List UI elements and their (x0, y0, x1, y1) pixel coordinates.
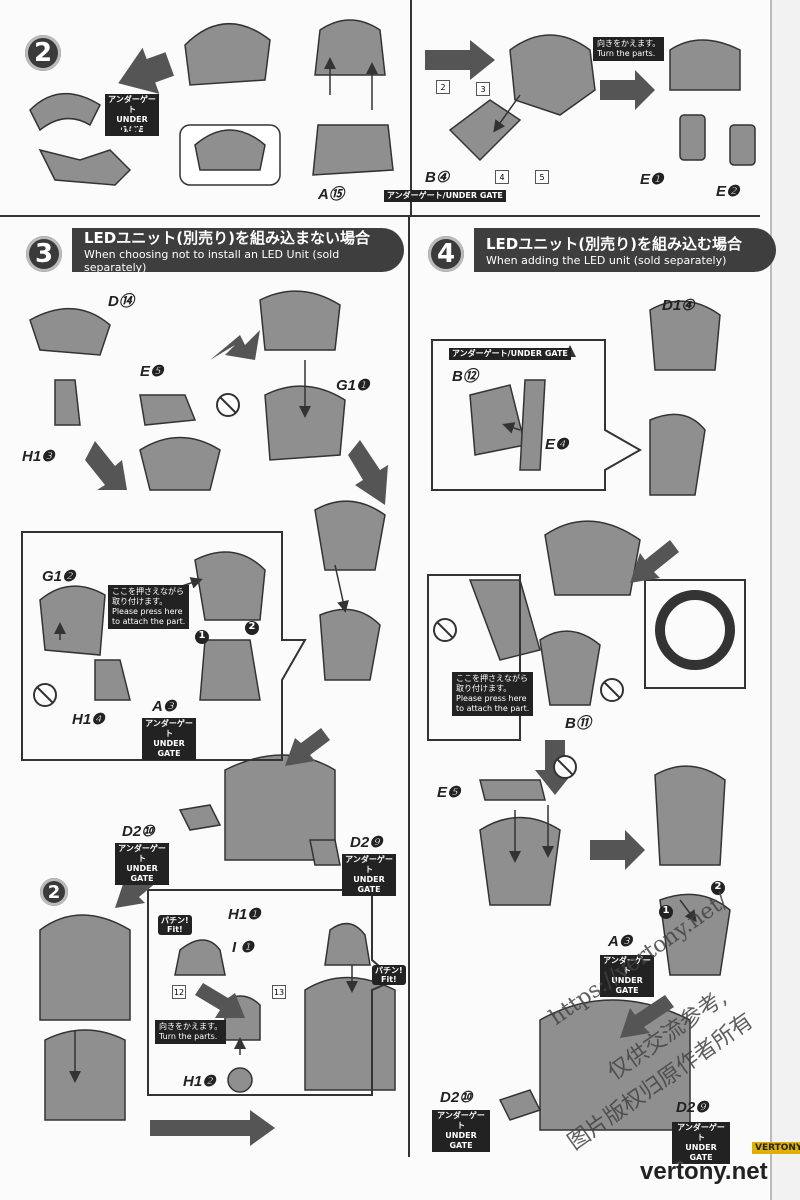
under-gate-label-d29-step4: アンダーゲート UNDER GATE (672, 1122, 730, 1164)
step-3-title-jp: LEDユニット(別売り)を組み込まない場合 (84, 228, 370, 247)
under-gate-en: UNDER GATE (116, 115, 148, 134)
arrow-number-1b: 1 (662, 905, 670, 916)
step-3-header: LEDユニット(別売り)を組み込まない場合 When choosing not … (72, 228, 404, 274)
fit-note-right: パチン! Fit! (372, 965, 406, 985)
turn-en: Turn the parts. (159, 1032, 218, 1041)
press-jp2: 取り付けます。 (456, 684, 512, 693)
under-gate-en: UNDER GATE (611, 976, 643, 995)
under-gate-en: UNDER GATE (126, 864, 158, 883)
under-gate-jp: アンダーゲート (677, 1123, 725, 1142)
under-gate-en: UNDER GATE (153, 739, 185, 758)
fit-jp: パチン! (161, 916, 189, 925)
step-3-title-en: When choosing not to install an LED Unit… (84, 247, 340, 274)
under-gate-jp: アンダーゲート (345, 855, 393, 874)
part-e1: E❶ (640, 171, 664, 188)
part-d29-step4: D2❾ (676, 1099, 709, 1116)
turn-parts-note-top: 向きをかえます。 Turn the parts. (593, 37, 665, 61)
part-b12: B⑫ (452, 368, 478, 385)
under-gate-inline-b12: アンダーゲート/UNDER GATE (449, 348, 571, 360)
under-gate-jp: アンダーゲート (603, 956, 651, 975)
under-gate-label-d210-step4: アンダーゲート UNDER GATE (432, 1110, 490, 1152)
sticker-box-3: 3 (476, 82, 490, 96)
under-gate-en: UNDER GATE (353, 875, 385, 894)
divider-horizontal (0, 215, 760, 217)
part-d210: D2⑩ (122, 823, 155, 840)
under-gate-jp: アンダーゲート (145, 719, 193, 738)
press-here-note-left: ここを押さえながら 取り付けます。 Please press here to a… (108, 585, 190, 629)
fit-jp: パチン! (375, 966, 403, 975)
fit-note-left: パチン! Fit! (158, 915, 192, 935)
part-h12: H1❷ (183, 1073, 216, 1090)
under-gate-label-d29: アンダーゲート UNDER GATE (342, 854, 396, 896)
part-h14: H1❹ (72, 711, 105, 728)
arrow-number-2b: 2 (714, 881, 722, 892)
watermark-tag: VERTONY (752, 1142, 800, 1154)
sticker-box-4: 4 (495, 170, 509, 184)
fit-en: Fit! (380, 975, 397, 984)
part-d210-step4: D2⑩ (440, 1089, 473, 1106)
part-b11: B⑪ (565, 715, 591, 732)
part-a3: A❸ (152, 698, 177, 715)
step-4-title-en: When adding the LED unit (sold separatel… (486, 254, 727, 267)
sticker-box-13: 13 (272, 985, 286, 999)
press-en1: Please press here (112, 607, 183, 616)
turn-jp: 向きをかえます。 (597, 39, 661, 48)
under-gate-en: UNDER GATE (685, 1143, 717, 1162)
part-d14: D⑭ (108, 293, 134, 310)
divider-vertical-top (410, 0, 412, 215)
divider-vertical-main (408, 217, 410, 1157)
part-e4: E❹ (545, 436, 569, 453)
part-g11: G1❶ (336, 377, 370, 394)
fit-en: Fit! (166, 925, 183, 934)
press-jp1: ここを押さえながら (456, 674, 528, 683)
sticker-box-12: 12 (172, 985, 186, 999)
step-4-badge: 4 (428, 236, 464, 272)
under-gate-jp: アンダーゲート (118, 844, 166, 863)
part-e2: E❷ (716, 183, 740, 200)
under-gate-label-a3-step4: アンダーゲート UNDER GATE (600, 955, 654, 997)
press-jp1: ここを押さえながら (112, 587, 184, 596)
under-gate-en: UNDER GATE (445, 1131, 477, 1150)
step-4-title-jp: LEDユニット(別売り)を組み込む場合 (486, 235, 742, 253)
sticker-box-5: 5 (535, 170, 549, 184)
press-en1: Please press here (456, 694, 527, 703)
press-here-note-right: ここを押さえながら 取り付けます。 Please press here to a… (452, 672, 534, 716)
arrow-number-1: 1 (198, 630, 206, 641)
sticker-box-2: 2 (436, 80, 450, 94)
part-h11: H1❶ (228, 906, 261, 923)
part-h13: H1❸ (22, 448, 55, 465)
press-en2: to attach the part. (456, 704, 530, 713)
substep-2-badge: 2 (40, 878, 68, 906)
under-gate-label-d210: アンダーゲート UNDER GATE (115, 843, 169, 885)
part-i1: I ❶ (232, 939, 254, 956)
part-a15: A⑮ (318, 186, 344, 203)
watermark-brand: vertony.net (640, 1158, 768, 1185)
under-gate-inline: アンダーゲート/UNDER GATE (384, 190, 506, 202)
part-d14-step4: D1④ (662, 297, 695, 314)
step-3-badge: 3 (26, 236, 62, 272)
part-g12: G1❷ (42, 568, 76, 585)
turn-jp: 向きをかえます。 (159, 1022, 223, 1031)
part-a3-step4: A❸ (608, 933, 633, 950)
part-a6: A⑥ (115, 121, 140, 138)
step-4-header: LEDユニット(別売り)を組み込む場合 When adding the LED … (474, 228, 776, 272)
under-gate-label-a3: アンダーゲート UNDER GATE (142, 718, 196, 760)
turn-en: Turn the parts. (597, 49, 656, 58)
part-e5-step4: E❺ (437, 784, 461, 801)
press-en2: to attach the part. (112, 617, 186, 626)
arrow-number-2: 2 (248, 621, 256, 632)
part-d29: D2❾ (350, 834, 383, 851)
step-2-badge: 2 (25, 35, 61, 71)
part-e5: E❺ (140, 363, 164, 380)
part-b4: B④ (425, 169, 450, 186)
under-gate-label-a6: アンダーゲート UNDER GATE (105, 94, 159, 136)
press-jp2: 取り付けます。 (112, 597, 168, 606)
turn-parts-note-mid: 向きをかえます。 Turn the parts. (155, 1020, 227, 1044)
right-edge-strip (770, 0, 800, 1200)
under-gate-jp: アンダーゲート (437, 1111, 485, 1130)
under-gate-jp: アンダーゲート (108, 95, 156, 114)
